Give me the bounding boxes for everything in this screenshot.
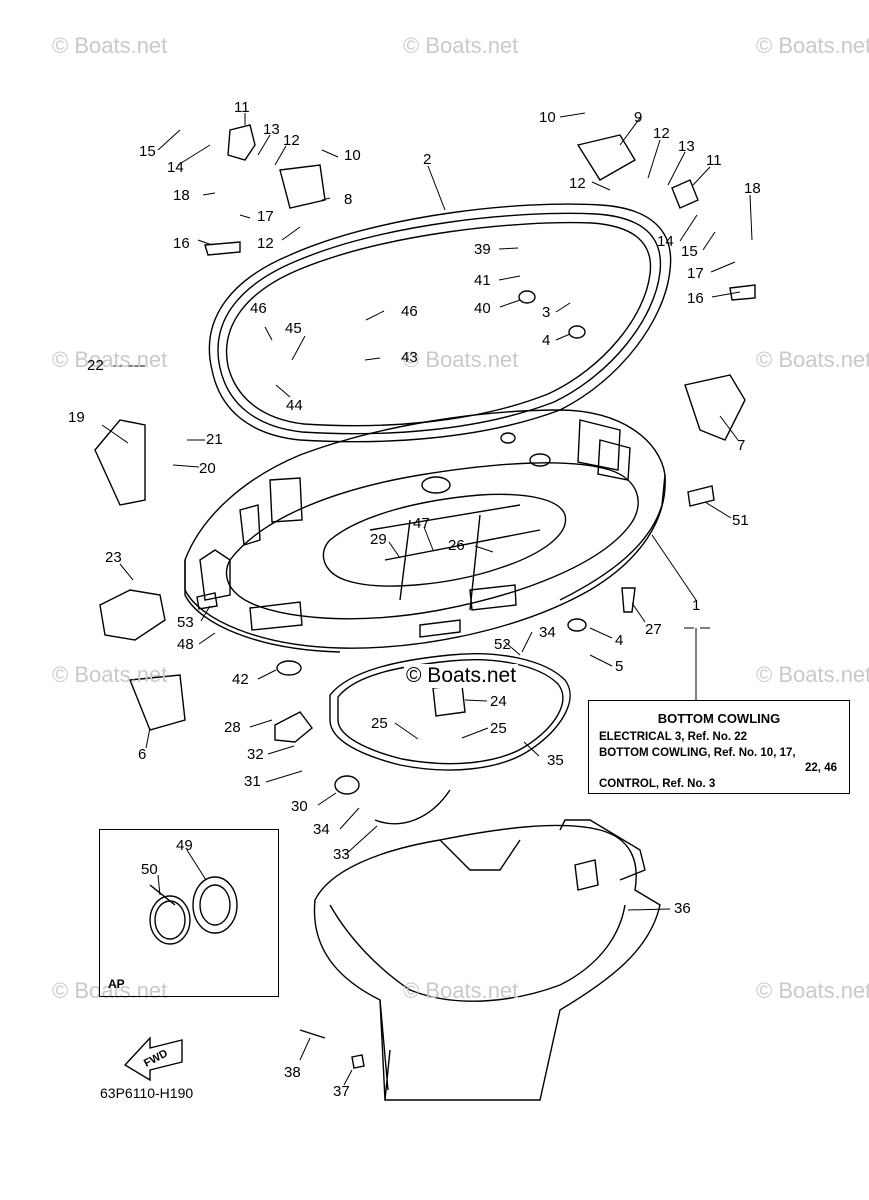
callout-45: 45: [285, 320, 302, 337]
callout-20: 20: [199, 460, 216, 477]
callout-11: 11: [706, 152, 722, 169]
callout-4: 4: [615, 632, 624, 649]
lower-seal: [329, 653, 571, 771]
callout-22: 22: [87, 357, 104, 374]
info-box-title: BOTTOM COWLING: [657, 711, 781, 726]
inset-parts: [149, 876, 238, 945]
callout-1: 1: [692, 597, 701, 614]
callout-15: 15: [139, 143, 156, 160]
callout-2: 2: [423, 151, 432, 168]
fwd-label: FWD: [142, 1047, 170, 1069]
callout-10: 10: [539, 109, 556, 126]
callout-25: 25: [371, 715, 388, 732]
info-box-line: 22, 46: [805, 762, 837, 774]
callout-33: 33: [333, 846, 350, 863]
callout-27: 27: [645, 621, 662, 638]
callout-44: 44: [286, 397, 303, 414]
info-box-line: CONTROL, Ref. No. 3: [599, 778, 716, 790]
callout-34: 34: [313, 821, 330, 838]
callout-49: 49: [176, 837, 193, 854]
watermark: © Boats.net: [403, 978, 519, 1003]
callout-11: 11: [234, 99, 250, 116]
callout-28: 28: [224, 719, 241, 736]
watermark: © Boats.net: [52, 347, 168, 372]
callout-19: 19: [68, 409, 85, 426]
callout-31: 31: [244, 773, 261, 790]
callout-30: 30: [291, 798, 308, 815]
watermark: © Boats.net: [52, 662, 168, 687]
callout-48: 48: [177, 636, 194, 653]
callout-13: 13: [263, 121, 280, 138]
watermark: © Boats.net: [52, 33, 168, 58]
callout-12: 12: [283, 132, 300, 149]
callout-12: 12: [569, 175, 586, 192]
callout-53: 53: [177, 614, 194, 631]
callout-8: 8: [344, 191, 353, 208]
callout-24: 24: [490, 693, 507, 710]
callout-4: 4: [542, 332, 551, 349]
callout-9: 9: [634, 109, 643, 126]
callout-37: 37: [333, 1083, 350, 1100]
inset-label: AP: [108, 977, 125, 991]
callout-40: 40: [474, 300, 491, 317]
callout-34: 34: [539, 624, 556, 641]
watermark: © Boats.net: [403, 33, 519, 58]
callout-23: 23: [105, 549, 122, 566]
callout-43: 43: [401, 349, 418, 366]
diagram-code: 63P6110-H190: [100, 1085, 194, 1101]
callout-39: 39: [474, 241, 491, 258]
callout-25: 25: [490, 720, 507, 737]
inset-box: [99, 829, 279, 997]
callout-10: 10: [344, 147, 361, 164]
watermark: © Boats.net: [52, 978, 168, 1003]
lower-cowling: [313, 819, 661, 1101]
callout-12: 12: [653, 125, 670, 142]
callout-50: 50: [141, 861, 158, 878]
callout-14: 14: [167, 159, 184, 176]
callout-16: 16: [687, 290, 704, 307]
callout-29: 29: [370, 531, 387, 548]
callout-52: 52: [494, 636, 511, 653]
callout-3: 3: [542, 304, 551, 321]
callout-5: 5: [615, 658, 624, 675]
callout-46: 46: [250, 300, 267, 317]
callout-38: 38: [284, 1064, 301, 1081]
callout-17: 17: [687, 265, 704, 282]
watermark: © Boats.net: [403, 347, 519, 372]
callout-51: 51: [732, 512, 749, 529]
callout-18: 18: [173, 187, 190, 204]
callout-7: 7: [737, 437, 746, 454]
leader-lines: [101, 112, 753, 1086]
callout-46: 46: [401, 303, 418, 320]
callout-26: 26: [448, 537, 465, 554]
callout-41: 41: [474, 272, 491, 289]
callout-32: 32: [247, 746, 264, 763]
watermark: © Boats.net: [756, 347, 869, 372]
callout-47: 47: [413, 515, 430, 532]
info-box-line: ELECTRICAL 3, Ref. No. 22: [599, 731, 748, 743]
bottom-cowling-body: [184, 409, 666, 653]
callout-12: 12: [257, 235, 274, 252]
watermark: © Boats.net: [756, 33, 869, 58]
info-box: BOTTOM COWLING ELECTRICAL 3, Ref. No. 22…: [588, 700, 850, 794]
callout-36: 36: [674, 900, 691, 917]
callout-17: 17: [257, 208, 274, 225]
center-watermark: © Boats.net: [404, 664, 519, 688]
callout-35: 35: [547, 752, 564, 769]
seal-ring: [208, 203, 672, 443]
callout-18: 18: [744, 180, 761, 197]
watermark: © Boats.net: [756, 978, 869, 1003]
callout-14: 14: [657, 233, 674, 250]
callout-13: 13: [678, 138, 695, 155]
info-box-line: BOTTOM COWLING, Ref. No. 10, 17,: [599, 747, 796, 759]
callout-15: 15: [681, 243, 698, 260]
callout-16: 16: [173, 235, 190, 252]
callout-6: 6: [138, 746, 147, 763]
callout-21: 21: [206, 431, 223, 448]
callout-42: 42: [232, 671, 249, 688]
watermark: © Boats.net: [756, 662, 869, 687]
